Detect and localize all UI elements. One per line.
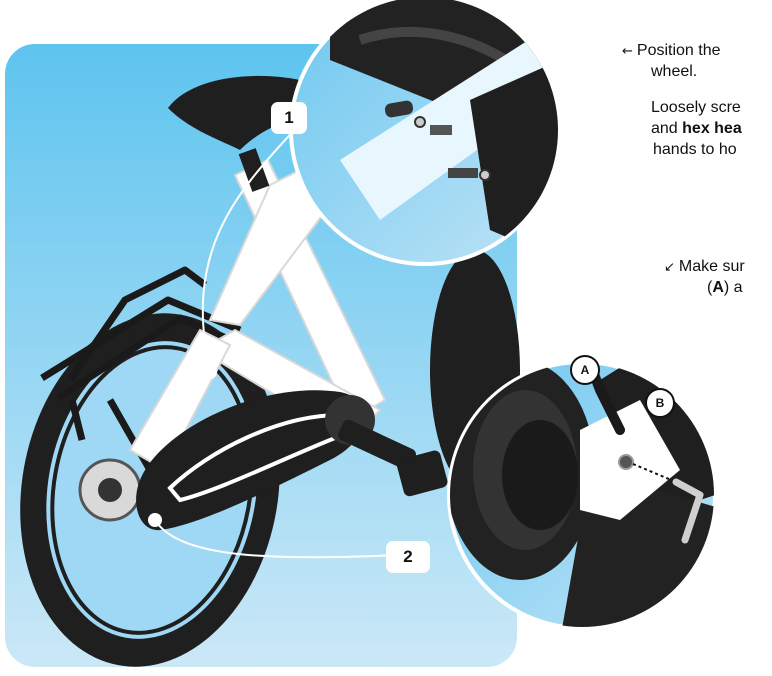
step2-line2: (A) a xyxy=(707,277,743,298)
part-label-a: A xyxy=(570,355,600,385)
step1-line2: wheel. xyxy=(651,61,697,82)
step1-para2-line1: Loosely scre xyxy=(651,97,741,118)
step1-para2-line3: hands to ho xyxy=(653,139,737,160)
zoom-detail-1 xyxy=(291,0,560,264)
step2-instruction: ↙ Make sur xyxy=(664,256,745,278)
step2-line1: Make sur xyxy=(679,258,745,275)
step1-instruction: ← Position the xyxy=(622,40,721,62)
step2-rest: ) a xyxy=(724,279,743,296)
arrow-left-icon: ← xyxy=(622,44,633,59)
part-label-b: B xyxy=(645,388,675,418)
arrow-down-left-icon: ↙ xyxy=(664,260,675,275)
hex-head-term: hex hea xyxy=(682,120,742,137)
step2-part-a: A xyxy=(712,279,724,296)
callout-badge-2: 2 xyxy=(386,541,430,573)
step1-para2-line2: and hex hea xyxy=(651,118,742,139)
callout-badge-1: 1 xyxy=(271,102,307,134)
step1-para2-prefix: and xyxy=(651,120,682,137)
step1-line1: Position the xyxy=(637,42,721,59)
